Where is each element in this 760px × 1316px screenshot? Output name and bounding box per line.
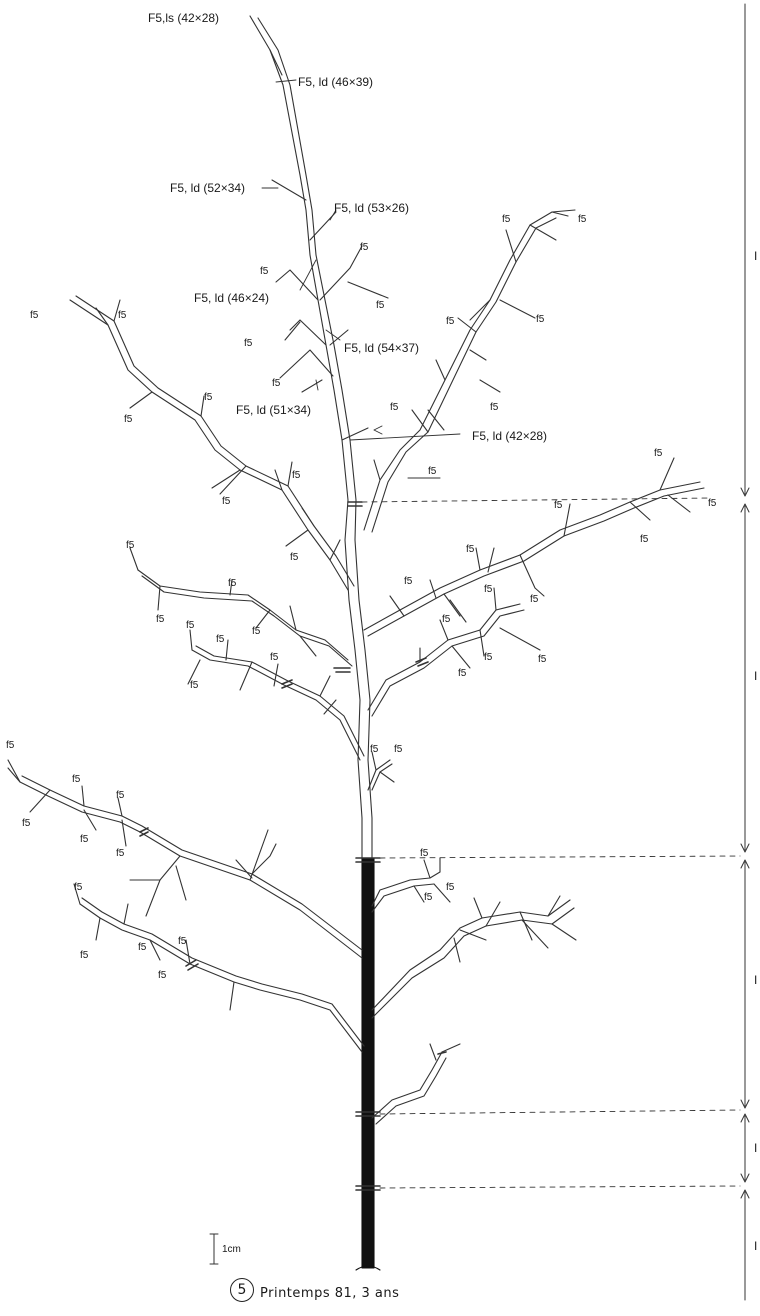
f5-label: f5 — [484, 652, 493, 663]
f5-label: f5 — [536, 314, 545, 325]
f5-label: f5 — [204, 392, 213, 403]
f5-label: f5 — [394, 744, 403, 755]
annotation-5: F5, ld (46×24) — [194, 291, 269, 305]
leader — [250, 16, 372, 858]
f5-label: f5 — [228, 578, 237, 589]
zone-label-5: I — [754, 1239, 757, 1253]
f5-label: f5 — [708, 498, 717, 509]
f5-label: f5 — [124, 414, 133, 425]
f5-label: f5 — [30, 310, 39, 321]
f5-label: f5 — [376, 300, 385, 311]
f5-label: f5 — [22, 818, 31, 829]
f5-label: f5 — [446, 882, 455, 893]
zone-label-3: I — [754, 973, 757, 987]
f5-label: f5 — [252, 626, 261, 637]
f5-label: f5 — [272, 378, 281, 389]
zone-label-1: I — [754, 249, 757, 263]
f5-label: f5 — [490, 402, 499, 413]
f5-label: f5 — [640, 534, 649, 545]
annotation-6: F5, ld (54×37) — [344, 341, 419, 355]
scale-label: 1cm — [222, 1244, 241, 1255]
shoot-near-trunk — [368, 752, 394, 790]
f5-label: f5 — [370, 744, 379, 755]
f5-label: f5 — [158, 970, 167, 981]
annotation-1: F5,ls (42×28) — [148, 11, 219, 25]
annotation-labels: F5,ls (42×28) F5, ld (46×39) F5, ld (52×… — [148, 11, 547, 443]
annotation-7: F5, ld (51×34) — [236, 403, 311, 417]
f5-label: f5 — [530, 594, 539, 605]
branch-left-middle — [130, 548, 352, 666]
annotation-3: F5, ld (52×34) — [170, 181, 245, 195]
f5-label: f5 — [424, 892, 433, 903]
f5-label: f5 — [270, 652, 279, 663]
f5-label: f5 — [116, 848, 125, 859]
zone-label-2: I — [754, 669, 757, 683]
trunk-base — [362, 858, 374, 1268]
f5-label: f5 — [654, 448, 663, 459]
branch-right-lower — [372, 896, 576, 1018]
growth-marks — [140, 502, 446, 1190]
f5-label: f5 — [116, 790, 125, 801]
figure-caption: Printemps 81, 3 ans — [260, 1286, 399, 1301]
f5-label: f5 — [484, 584, 493, 595]
f5-label: f5 — [466, 544, 475, 555]
f5-label: f5 — [420, 848, 429, 859]
branch-right-upper — [364, 210, 575, 532]
f5-label: f5 — [190, 680, 199, 691]
zone-dividers — [362, 498, 740, 1188]
f5-label: f5 — [80, 950, 89, 961]
f5-label: f5 — [186, 620, 195, 631]
branch-right-short — [372, 858, 450, 912]
f5-label: f5 — [118, 310, 127, 321]
annotation-4: F5, ld (53×26) — [334, 201, 409, 215]
f5-label: f5 — [290, 552, 299, 563]
zone-label-4: I — [754, 1141, 757, 1155]
f5-label: f5 — [390, 402, 399, 413]
branch-left-lowest — [74, 884, 364, 1052]
f5-label: f5 — [502, 214, 511, 225]
scale-bar — [210, 1234, 218, 1264]
annotation-8: F5, ld (42×28) — [472, 429, 547, 443]
f5-label: f5 — [578, 214, 587, 225]
f5-label: f5 — [74, 882, 83, 893]
f5-label: f5 — [458, 668, 467, 679]
f5-label: f5 — [178, 936, 187, 947]
f5-labels: f5 f5 f5 f5 f5 f5 f5 f5 f5 f5 f5 f5 f5 f… — [6, 214, 717, 981]
f5-label: f5 — [216, 634, 225, 645]
f5-label: f5 — [428, 466, 437, 477]
f5-label: f5 — [222, 496, 231, 507]
branch-left-upper — [70, 296, 354, 590]
zone-labels: I I I I I — [754, 249, 757, 1253]
zone-arrows — [741, 4, 749, 1300]
annotation-2: F5, ld (46×39) — [298, 75, 373, 89]
f5-label: f5 — [260, 266, 269, 277]
branch-right-bottom — [372, 1044, 460, 1124]
branch-left-lower — [8, 760, 362, 958]
f5-label: f5 — [72, 774, 81, 785]
f5-label: f5 — [404, 576, 413, 587]
f5-label: f5 — [446, 316, 455, 327]
f5-label: f5 — [138, 942, 147, 953]
f5-label: f5 — [126, 540, 135, 551]
f5-label: f5 — [6, 740, 15, 751]
f5-label: f5 — [360, 242, 369, 253]
f5-label: f5 — [80, 834, 89, 845]
figure-number: 5 — [230, 1278, 254, 1302]
branch-right-middle — [364, 458, 704, 636]
f5-label: f5 — [292, 470, 301, 481]
branch-left-lower-middle — [188, 630, 364, 760]
f5-label: f5 — [538, 654, 547, 665]
f5-label: f5 — [156, 614, 165, 625]
f5-label: f5 — [442, 614, 451, 625]
f5-label: f5 — [244, 338, 253, 349]
f5-label: f5 — [554, 500, 563, 511]
